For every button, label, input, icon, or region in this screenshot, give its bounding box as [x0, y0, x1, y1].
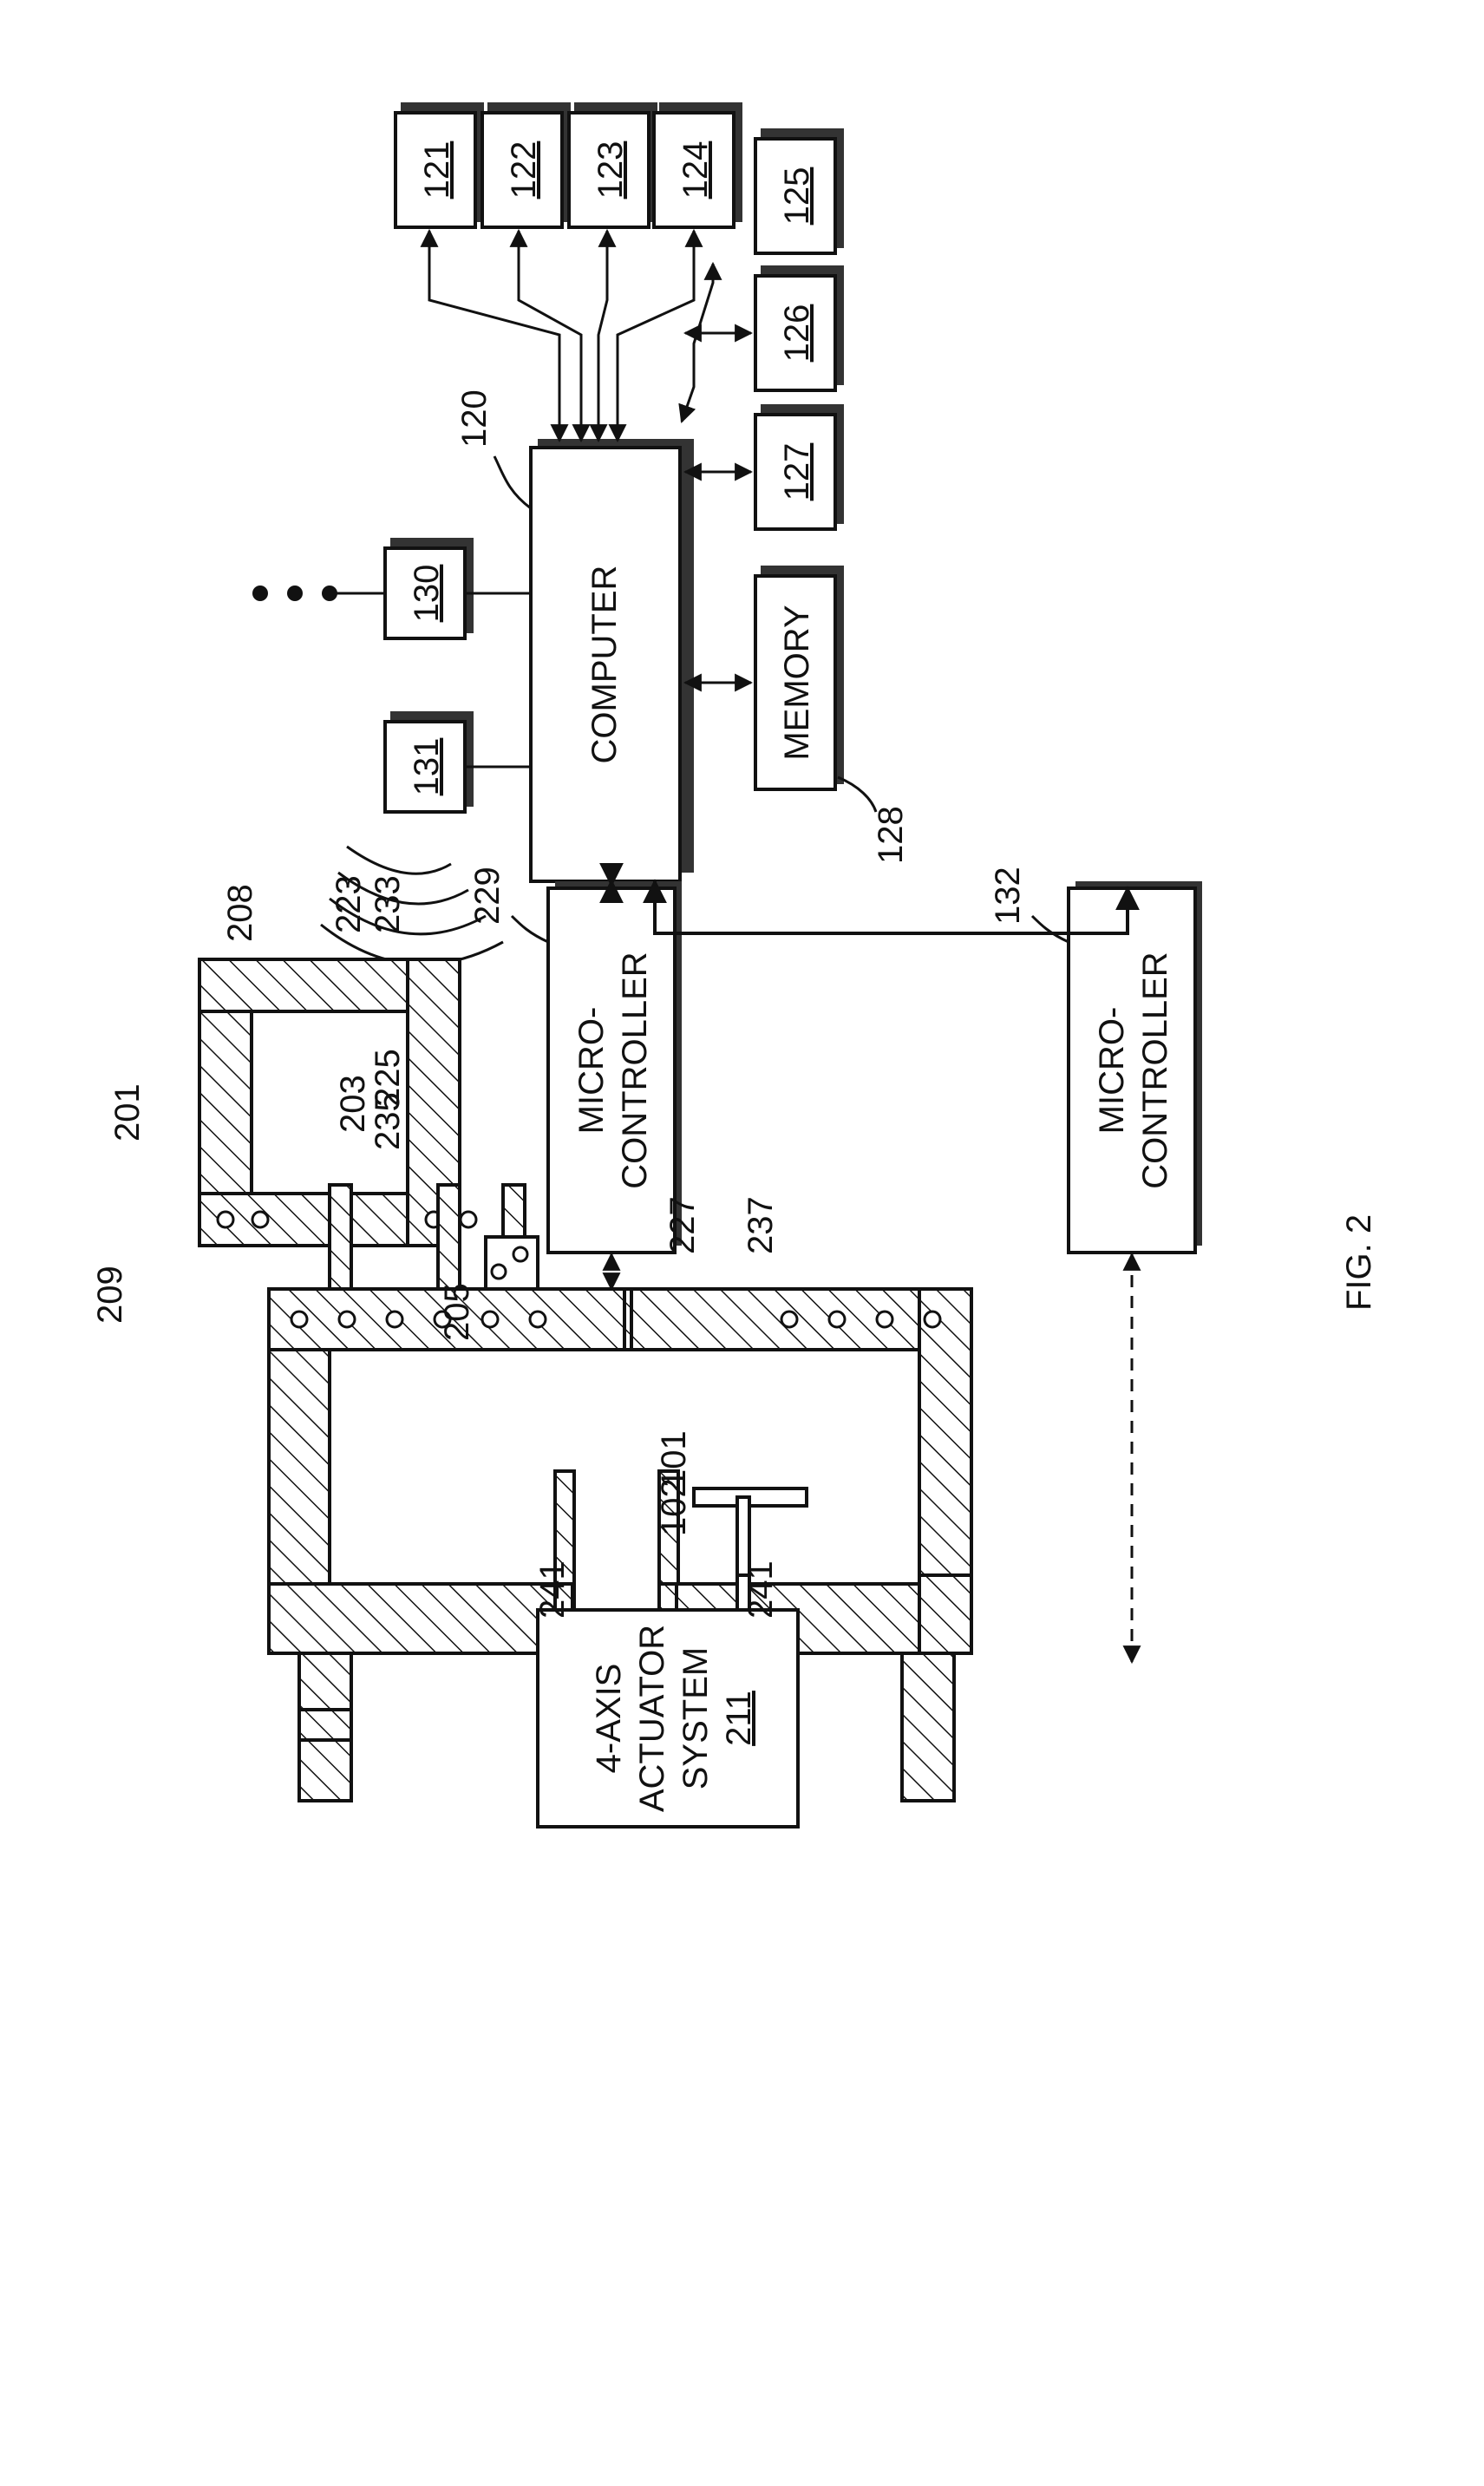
peripheral-126-label: 126 — [778, 304, 816, 363]
actuator-line1: 4-AXIS — [590, 1664, 628, 1774]
peripheral-122: 122 — [482, 102, 571, 227]
computer-label: COMPUTER — [585, 566, 624, 764]
ref-237: 237 — [742, 1196, 780, 1254]
microcontroller-132: MICRO- CONTROLLER 132 — [989, 867, 1202, 1253]
peripheral-121-label: 121 — [418, 141, 456, 200]
ref-208: 208 — [221, 884, 259, 942]
computer-block: COMPUTER 120 — [455, 389, 694, 881]
peripheral-130-label: 130 — [408, 565, 446, 623]
peripheral-131: 131 — [385, 711, 531, 812]
microcontroller-229: MICRO- CONTROLLER 229 — [468, 867, 682, 1253]
mc132-ref: 132 — [989, 867, 1027, 925]
ref-205: 205 — [438, 1283, 476, 1341]
memory-label: MEMORY — [778, 605, 816, 760]
link-computer-mc132 — [655, 881, 1128, 933]
insert-205 — [486, 1237, 538, 1289]
mc229-line2: CONTROLLER — [616, 952, 654, 1188]
peripheral-123: 123 — [569, 102, 657, 227]
mc132-line1: MICRO- — [1093, 1007, 1131, 1135]
ref-235: 235 — [369, 1092, 407, 1150]
peripheral-124-label: 124 — [677, 141, 715, 200]
peripheral-122-label: 122 — [505, 141, 543, 200]
actuator-line3: SYSTEM — [677, 1647, 715, 1789]
ref-241-b: 241 — [742, 1560, 780, 1619]
peripheral-126: 126 — [685, 265, 844, 390]
actuator-line2: ACTUATOR — [633, 1625, 671, 1812]
mc229-line1: MICRO- — [572, 1007, 611, 1135]
actuator-ref: 211 — [720, 1691, 758, 1746]
mc132-line2: CONTROLLER — [1136, 952, 1174, 1188]
ref-102: 102 — [655, 1478, 693, 1536]
ref-241-a: 241 — [533, 1560, 572, 1619]
peripheral-127-label: 127 — [778, 443, 816, 501]
memory-ref: 128 — [872, 806, 910, 864]
peripheral-127: 127 — [685, 404, 844, 529]
ref-203: 203 — [334, 1075, 372, 1133]
memory-block: MEMORY 128 — [685, 566, 910, 864]
actuator-211: 4-AXIS ACTUATOR SYSTEM 211 — [538, 1610, 798, 1827]
ellipsis-dots — [252, 586, 337, 601]
ref-227: 227 — [664, 1196, 702, 1254]
peripheral-121: 121 — [396, 102, 484, 227]
ref-223: 223 — [330, 875, 368, 933]
peripheral-124: 124 — [654, 102, 742, 227]
ref-233: 233 — [369, 875, 407, 933]
peripheral-131-label: 131 — [408, 738, 446, 796]
mc229-ref: 229 — [468, 867, 507, 925]
peripheral-130: 130 — [330, 538, 531, 638]
computer-ref: 120 — [455, 389, 494, 448]
ref-201: 201 — [108, 1083, 147, 1142]
peripheral-123-label: 123 — [592, 141, 630, 200]
peripheral-125-label: 125 — [778, 167, 816, 226]
ref-209: 209 — [91, 1266, 129, 1324]
figure-label: FIG. 2 — [1340, 1214, 1378, 1311]
